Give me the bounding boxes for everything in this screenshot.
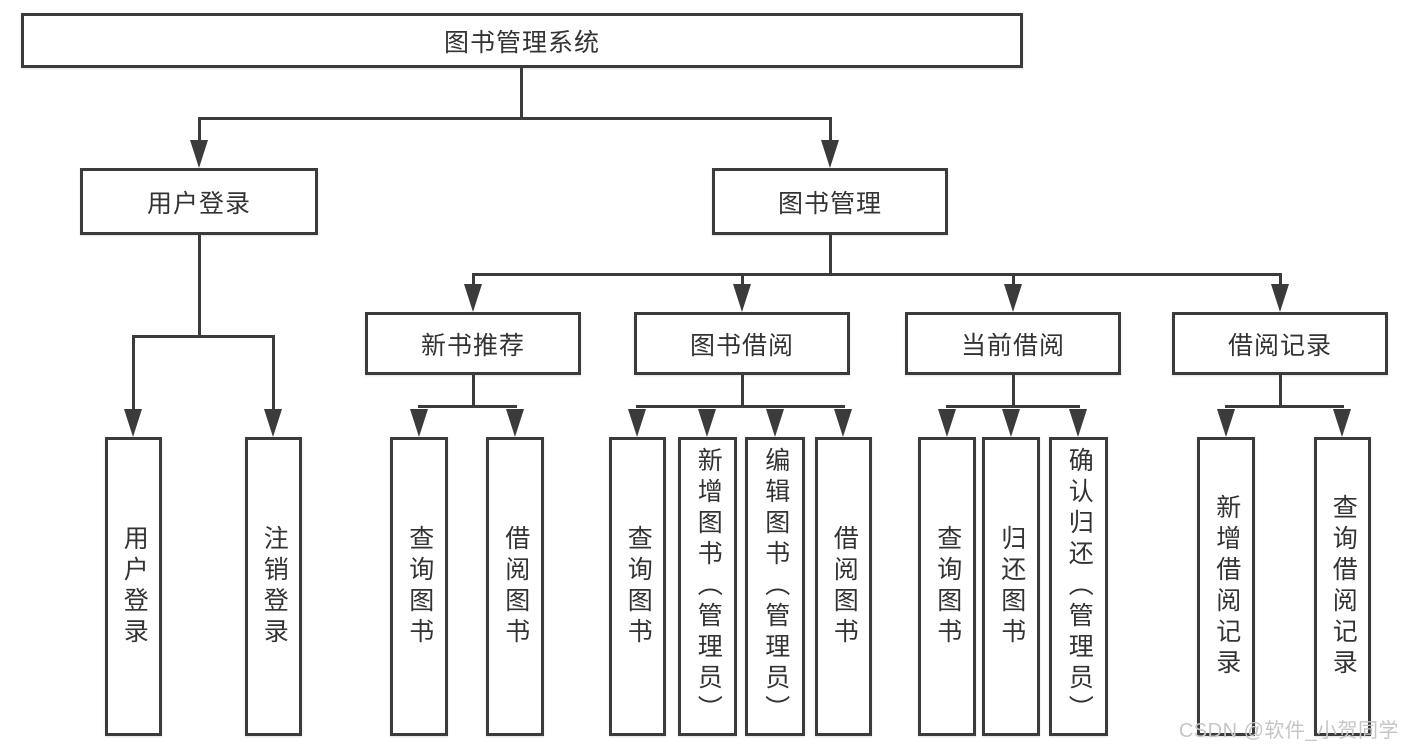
watermark: CSDN @软件_小贺同学 <box>1178 720 1399 742</box>
leaf-edit-books-admin-label: 编辑图书（管理员） <box>761 447 790 726</box>
connector-line <box>520 68 523 120</box>
arrow-down-icon <box>124 409 142 437</box>
arrow-down-icon <box>410 409 428 437</box>
node-user-login: 用户登录 <box>80 168 318 235</box>
connector-line <box>472 375 475 408</box>
arrow-down-icon <box>733 284 751 312</box>
connector-line <box>132 338 135 410</box>
leaf-add-books-admin: 新增图书（管理员） <box>678 437 737 736</box>
node-book-management-label: 图书管理 <box>777 189 882 218</box>
leaf-query-borrow-record: 查询借阅记录 <box>1314 437 1371 736</box>
arrow-down-icon <box>628 409 646 437</box>
arrow-down-icon <box>1217 409 1235 437</box>
connector-line <box>198 235 201 338</box>
arrow-down-icon <box>190 140 208 168</box>
leaf-borrow-books-1: 借阅图书 <box>486 437 544 736</box>
leaf-borrow-books-1-label: 借阅图书 <box>501 524 530 649</box>
leaf-user-login: 用户登录 <box>105 437 162 736</box>
connector-line <box>946 405 1080 408</box>
leaf-user-login-label: 用户登录 <box>120 524 149 649</box>
node-new-book-recommend: 新书推荐 <box>365 312 581 375</box>
arrow-down-icon <box>1002 409 1020 437</box>
connector-line <box>1279 276 1282 286</box>
connector-line <box>418 405 517 408</box>
leaf-edit-books-admin: 编辑图书（管理员） <box>745 437 805 736</box>
connector-line <box>1225 405 1344 408</box>
leaf-query-borrow-record-label: 查询借阅记录 <box>1329 493 1358 680</box>
node-book-borrow-label: 图书借阅 <box>689 331 794 360</box>
connector-line <box>1012 375 1015 408</box>
leaf-query-books-2: 查询图书 <box>609 437 666 736</box>
leaf-add-books-admin-label: 新增图书（管理员） <box>694 447 723 726</box>
node-book-management: 图书管理 <box>712 168 948 235</box>
node-new-book-recommend-label: 新书推荐 <box>420 331 525 360</box>
node-borrow-records-label: 借阅记录 <box>1227 331 1332 360</box>
arrow-down-icon <box>464 284 482 312</box>
node-current-borrow: 当前借阅 <box>905 312 1121 375</box>
arrow-down-icon <box>506 409 524 437</box>
leaf-add-borrow-record-label: 新增借阅记录 <box>1212 493 1241 680</box>
leaf-return-books: 归还图书 <box>982 437 1040 736</box>
node-user-login-label: 用户登录 <box>146 189 251 218</box>
node-borrow-records: 借阅记录 <box>1172 312 1388 375</box>
arrow-down-icon <box>1069 409 1087 437</box>
arrow-down-icon <box>1333 409 1351 437</box>
leaf-add-borrow-record: 新增借阅记录 <box>1197 437 1255 736</box>
connector-line <box>132 335 275 338</box>
connector-line <box>741 375 744 408</box>
leaf-borrow-books-2: 借阅图书 <box>815 437 872 736</box>
connector-line <box>272 338 275 410</box>
arrow-down-icon <box>698 409 716 437</box>
leaf-query-books-3: 查询图书 <box>918 437 976 736</box>
connector-line <box>741 276 744 286</box>
leaf-query-books-3-label: 查询图书 <box>933 524 962 649</box>
node-book-borrow: 图书借阅 <box>634 312 850 375</box>
arrow-down-icon <box>938 409 956 437</box>
connector-line <box>198 117 832 120</box>
arrow-down-icon <box>264 409 282 437</box>
arrow-down-icon <box>834 409 852 437</box>
node-current-borrow-label: 当前借阅 <box>960 331 1065 360</box>
connector-line <box>198 120 201 142</box>
arrow-down-icon <box>1271 284 1289 312</box>
leaf-confirm-return-admin-label: 确认归还（管理员） <box>1065 447 1094 726</box>
leaf-query-books-1-label: 查询图书 <box>405 524 434 649</box>
leaf-query-books-1: 查询图书 <box>390 437 448 736</box>
leaf-return-books-label: 归还图书 <box>997 524 1026 649</box>
connector-line <box>472 273 1282 276</box>
arrow-down-icon <box>1004 284 1022 312</box>
leaf-borrow-books-2-label: 借阅图书 <box>830 524 859 649</box>
connector-line <box>1279 375 1282 408</box>
connector-line <box>829 235 832 276</box>
leaf-query-books-2-label: 查询图书 <box>624 524 653 649</box>
connector-line <box>829 120 832 142</box>
leaf-logout-login: 注销登录 <box>245 437 302 736</box>
connector-line <box>1012 276 1015 286</box>
connector-line <box>636 405 845 408</box>
connector-line <box>472 276 475 286</box>
node-library-management-system: 图书管理系统 <box>21 13 1023 68</box>
arrow-down-icon <box>821 140 839 168</box>
arrow-down-icon <box>766 409 784 437</box>
node-library-management-system-label: 图书管理系统 <box>443 28 600 57</box>
leaf-confirm-return-admin: 确认归还（管理员） <box>1049 437 1108 736</box>
leaf-logout-login-label: 注销登录 <box>260 524 289 649</box>
